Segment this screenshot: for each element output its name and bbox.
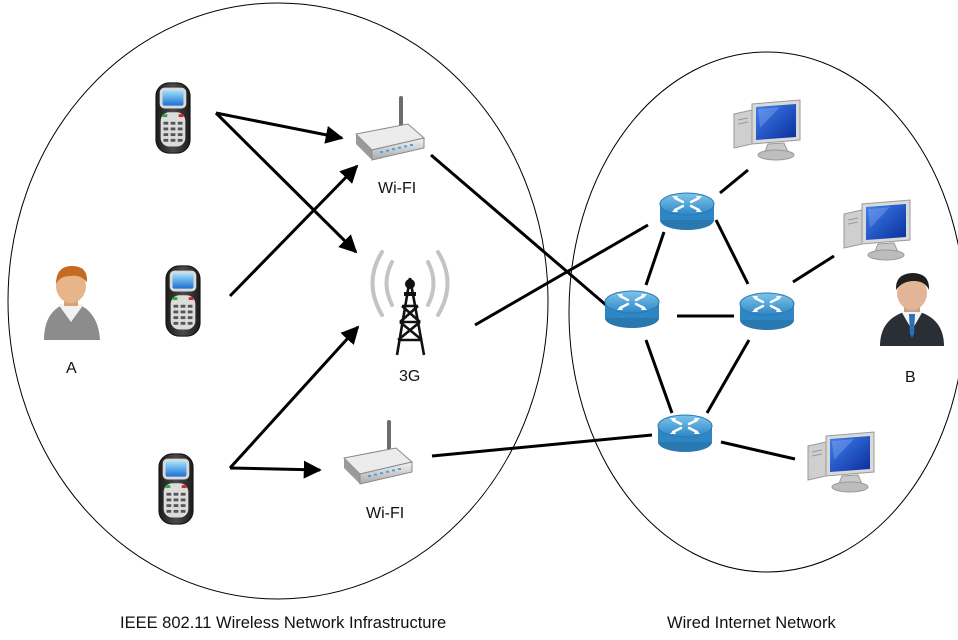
wifi-access-point-icon (343, 419, 413, 485)
wifi-top-label: Wi-FI (378, 180, 417, 197)
link-line (714, 219, 750, 285)
desktop-computer-icon (733, 99, 801, 161)
mobile-phone-icon (155, 82, 191, 154)
link-line (719, 168, 749, 195)
desktop-computer-icon (843, 199, 911, 261)
link-arrow (214, 111, 358, 254)
link-line (430, 153, 607, 307)
link-line (644, 339, 674, 414)
link-arrow (228, 325, 360, 470)
router-icon (738, 291, 796, 332)
link-line (431, 433, 653, 458)
wifi-bottom-label: Wi-FI (366, 505, 405, 522)
wireless-network-caption: IEEE 802.11 Wireless Network Infrastruct… (120, 614, 447, 632)
link-arrow (228, 164, 359, 298)
user-a-label: A (66, 360, 77, 377)
wifi-access-point-icon (355, 95, 425, 161)
link-line (705, 339, 751, 414)
link-line (720, 440, 796, 461)
link-line (792, 254, 835, 284)
link-line (474, 223, 649, 327)
mobile-phone-icon (158, 453, 194, 525)
link-arrow (229, 460, 322, 479)
person-icon (44, 266, 100, 340)
mobile-phone-icon (165, 265, 201, 337)
businessman-icon (880, 273, 944, 346)
router-icon (656, 413, 714, 454)
link-line (644, 231, 666, 286)
user-b-label: B (905, 369, 916, 386)
cell-tower-icon (370, 250, 450, 356)
link-arrow (215, 111, 344, 144)
router-icon (658, 191, 716, 232)
wired-network-region (568, 51, 958, 573)
wireless-network-region (7, 2, 549, 600)
cell-tower-label: 3G (399, 368, 421, 385)
router-icon (603, 289, 661, 330)
desktop-computer-icon (807, 431, 875, 493)
wired-network-caption: Wired Internet Network (667, 614, 836, 632)
